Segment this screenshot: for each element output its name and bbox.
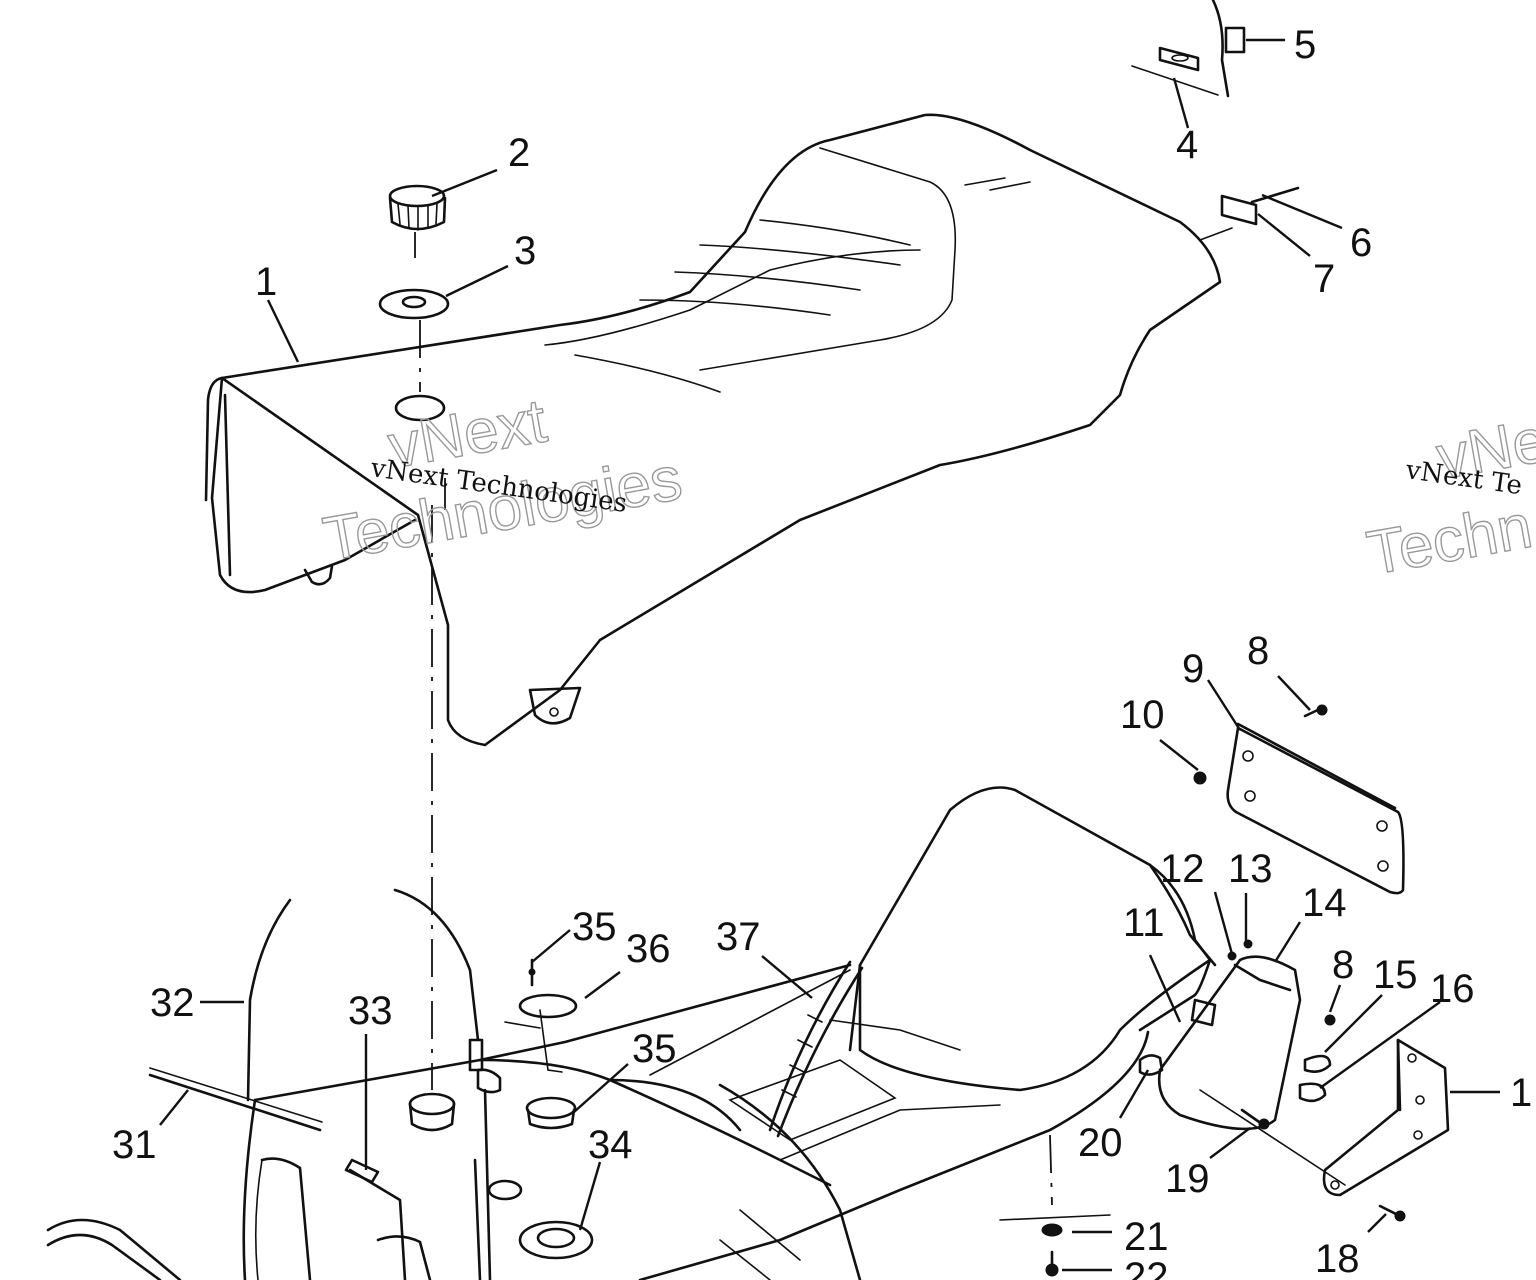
- callout-7: 7: [1313, 257, 1335, 301]
- callout-8: 8: [1247, 629, 1269, 673]
- callout-5: 5: [1294, 23, 1316, 67]
- callout-33: 33: [348, 989, 393, 1033]
- watermark-outline-text: Techn: [1362, 492, 1536, 589]
- callout-15: 15: [1373, 953, 1418, 997]
- callout-6: 6: [1350, 221, 1372, 265]
- fuel-tank-fittings: [148, 888, 864, 1260]
- taillight-assembly: [999, 939, 1450, 1277]
- callout-14: 14: [1302, 881, 1347, 925]
- callout-35: 35: [572, 905, 617, 949]
- callout-22: 22: [1124, 1255, 1169, 1280]
- lower-body: [46, 786, 1217, 1280]
- callout-8: 8: [1332, 943, 1354, 987]
- gas-cap-gasket: [378, 288, 450, 320]
- callout-16: 16: [1430, 967, 1475, 1011]
- callout-11: 11: [1123, 901, 1165, 945]
- callout-18: 18: [1315, 1237, 1360, 1280]
- leader-lines: [159, 38, 1500, 1272]
- callout-12: 12: [1160, 847, 1205, 891]
- callout-labels: 1 2 3 4 5 6 7 8 9 10 11 12 13 14 8 15 16…: [112, 23, 1532, 1280]
- callout-9: 9: [1182, 647, 1204, 691]
- callout-17: 1: [1510, 1071, 1532, 1115]
- callout-1: 1: [255, 260, 277, 304]
- callout-19: 19: [1165, 1157, 1210, 1201]
- license-plate: [1193, 704, 1405, 895]
- rear-bracket-parts: [1131, 0, 1300, 241]
- callout-35: 35: [632, 1027, 677, 1071]
- callout-31: 31: [112, 1123, 157, 1167]
- callout-34: 34: [588, 1123, 633, 1167]
- callout-3: 3: [514, 229, 536, 273]
- callout-20: 20: [1078, 1121, 1123, 1165]
- callout-4: 4: [1176, 123, 1198, 167]
- callout-21: 21: [1124, 1215, 1169, 1259]
- gas-cap: [388, 184, 447, 231]
- seat-assembly: [204, 113, 1222, 747]
- callout-37: 37: [716, 915, 761, 959]
- callout-13: 13: [1228, 847, 1273, 891]
- callout-2: 2: [508, 131, 530, 175]
- callout-36: 36: [626, 927, 671, 971]
- callout-10: 10: [1120, 693, 1165, 737]
- callout-32: 32: [150, 981, 195, 1025]
